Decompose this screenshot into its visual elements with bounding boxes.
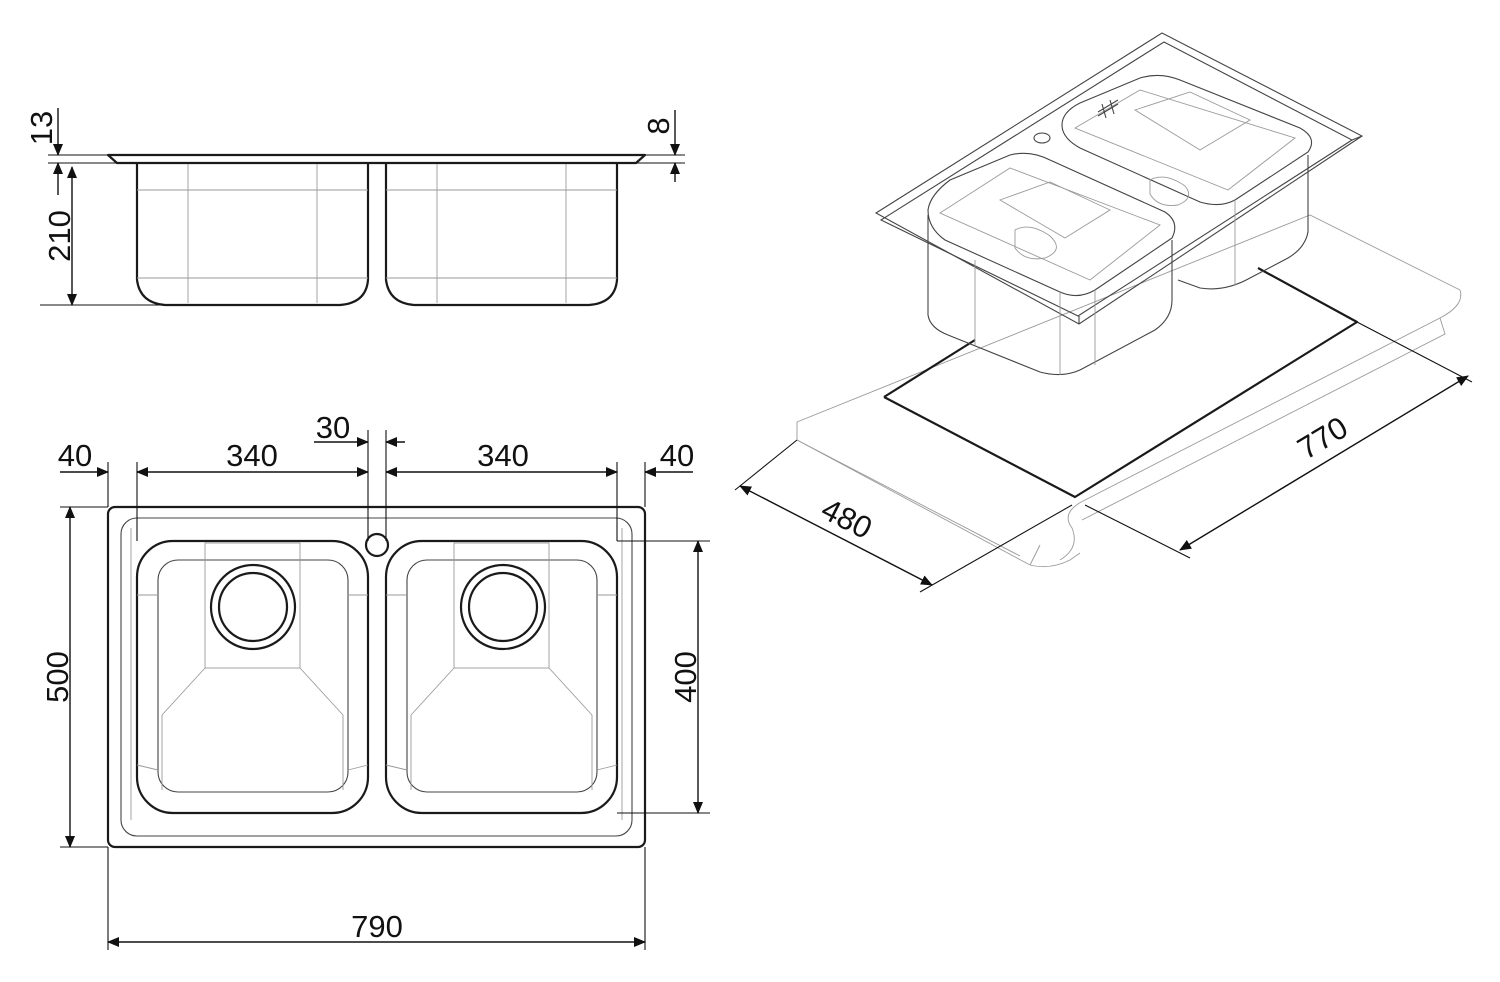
dim-340-left: 340 xyxy=(136,438,369,477)
isometric-view: 480 770 xyxy=(734,32,1473,593)
dim-790: 790 xyxy=(107,909,646,947)
dim-210-label: 210 xyxy=(42,210,77,262)
dim-30: 30 xyxy=(314,410,405,447)
side-right-bowl xyxy=(384,164,619,307)
dim-13: 13 xyxy=(24,108,117,195)
dim-480-label: 480 xyxy=(816,491,878,546)
iso-logo-mark xyxy=(1097,99,1119,119)
top-outer-rim xyxy=(106,505,647,849)
iso-sink xyxy=(874,32,1364,376)
dim-340-left-label: 340 xyxy=(226,438,278,473)
dim-400-label: 400 xyxy=(668,651,703,703)
dim-210: 210 xyxy=(40,166,165,306)
dim-13-label: 13 xyxy=(24,111,59,145)
right-drain-outer xyxy=(459,563,547,651)
dim-790-label: 790 xyxy=(351,909,403,944)
left-drain-outer xyxy=(209,563,297,651)
dim-30-label: 30 xyxy=(316,410,350,445)
right-drain-inner xyxy=(467,571,539,643)
iso-tap-hole xyxy=(1033,132,1051,144)
side-bowl-details xyxy=(137,164,617,303)
dim-480: 480 xyxy=(734,439,1073,593)
dim-40-left-label: 40 xyxy=(58,438,92,473)
top-view: 40 340 30 340 40 500 400 xyxy=(40,410,710,950)
tap-hole xyxy=(364,532,390,558)
side-view: 13 8 210 xyxy=(24,108,685,307)
dim-340-right: 340 xyxy=(385,438,618,477)
top-inner-rim xyxy=(120,517,633,837)
dim-400: 400 xyxy=(668,540,703,814)
dim-340-right-label: 340 xyxy=(477,438,529,473)
dim-40-right: 40 xyxy=(644,438,694,477)
side-rim xyxy=(106,153,647,165)
dim-500-label: 500 xyxy=(40,651,75,703)
left-drain-inner xyxy=(217,571,289,643)
dim-8-label: 8 xyxy=(641,117,676,134)
dim-770-label: 770 xyxy=(1291,410,1353,467)
top-right-bowl xyxy=(384,539,619,815)
side-left-bowl xyxy=(135,164,370,307)
top-left-bowl xyxy=(135,539,370,815)
dim-770: 770 xyxy=(1084,321,1473,559)
dim-8: 8 xyxy=(636,110,685,182)
dim-500: 500 xyxy=(40,506,75,848)
countertop-cutout xyxy=(883,267,1359,499)
dim-40-left: 40 xyxy=(58,438,109,477)
dim-40-right-label: 40 xyxy=(660,438,694,473)
